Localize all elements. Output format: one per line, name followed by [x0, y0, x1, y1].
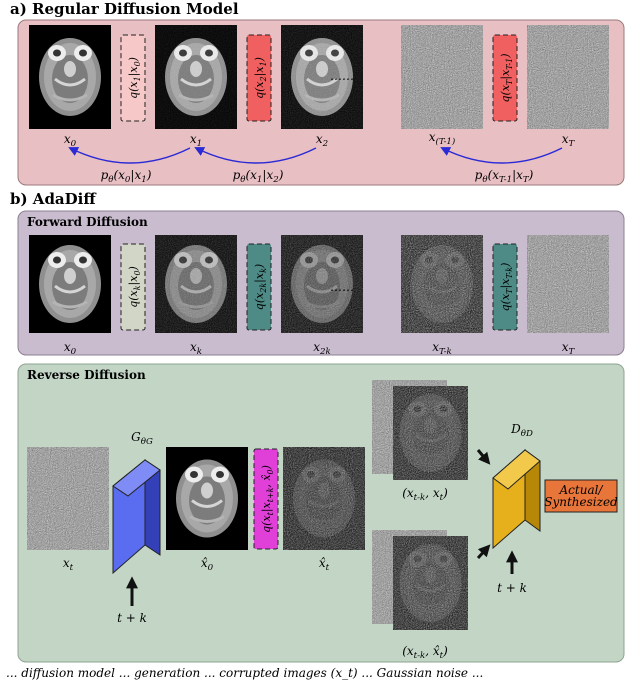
- brain-mri: [39, 38, 101, 116]
- image-fwd-xT: [527, 235, 609, 333]
- image-fwd-xT-k: [401, 235, 483, 333]
- noise-pattern: [527, 25, 609, 129]
- op-q-posterior: q(xt|xt+k, x̂0): [254, 449, 278, 549]
- image-fwd-x0: [29, 235, 111, 333]
- image-pair-top-front: [393, 386, 468, 480]
- image-x1: [155, 25, 237, 129]
- image-sample-xthat: [283, 447, 365, 550]
- section-a-title: a) Regular Diffusion Model: [10, 0, 239, 18]
- forward-title: Forward Diffusion: [27, 215, 148, 229]
- label-generator-input: t + k: [117, 611, 147, 625]
- noise-pattern: [401, 25, 483, 129]
- brain-mri: [39, 245, 101, 323]
- op-q-xT-xT-k: q(xT|xT-k): [493, 244, 517, 330]
- result-line-2: Synthesized: [544, 495, 618, 509]
- image-input-xt: [27, 447, 109, 550]
- image-fwd-xk: [155, 235, 237, 333]
- op-q-xT-xT-1: q(xT|xT-1): [493, 35, 517, 121]
- noise-overlay: [283, 447, 365, 550]
- op-q-x2k-xk: q(x2k|xk): [247, 244, 271, 330]
- ellipsis: ……: [330, 69, 354, 83]
- image-x0: [29, 25, 111, 129]
- brain-mri: [176, 460, 238, 538]
- caption-fragment: ... diffusion model ... generation ... c…: [6, 666, 483, 680]
- section-b-title: b) AdaDiff: [10, 190, 97, 208]
- noise-overlay: [155, 235, 237, 333]
- image-output-x0hat: [166, 447, 248, 550]
- noise-overlay: [393, 536, 468, 630]
- noise-overlay: [393, 386, 468, 480]
- op-q-xk-x0: q(xk|x0): [121, 244, 145, 330]
- op-q-x1-x0: q(x1|x0): [121, 35, 145, 121]
- reverse-title: Reverse Diffusion: [27, 368, 146, 382]
- noise-pattern: [527, 235, 609, 333]
- label-discriminator-input: t + k: [497, 581, 527, 595]
- noise-overlay: [401, 235, 483, 333]
- image-xT: [527, 25, 609, 129]
- image-xT-1: [401, 25, 483, 129]
- noise-overlay: [155, 25, 237, 129]
- noise-pattern: [27, 447, 109, 550]
- op-q-x2-x1: q(x2|x1): [247, 35, 271, 121]
- image-pair-bottom-front: [393, 536, 468, 630]
- ellipsis-forward: ……: [330, 280, 354, 294]
